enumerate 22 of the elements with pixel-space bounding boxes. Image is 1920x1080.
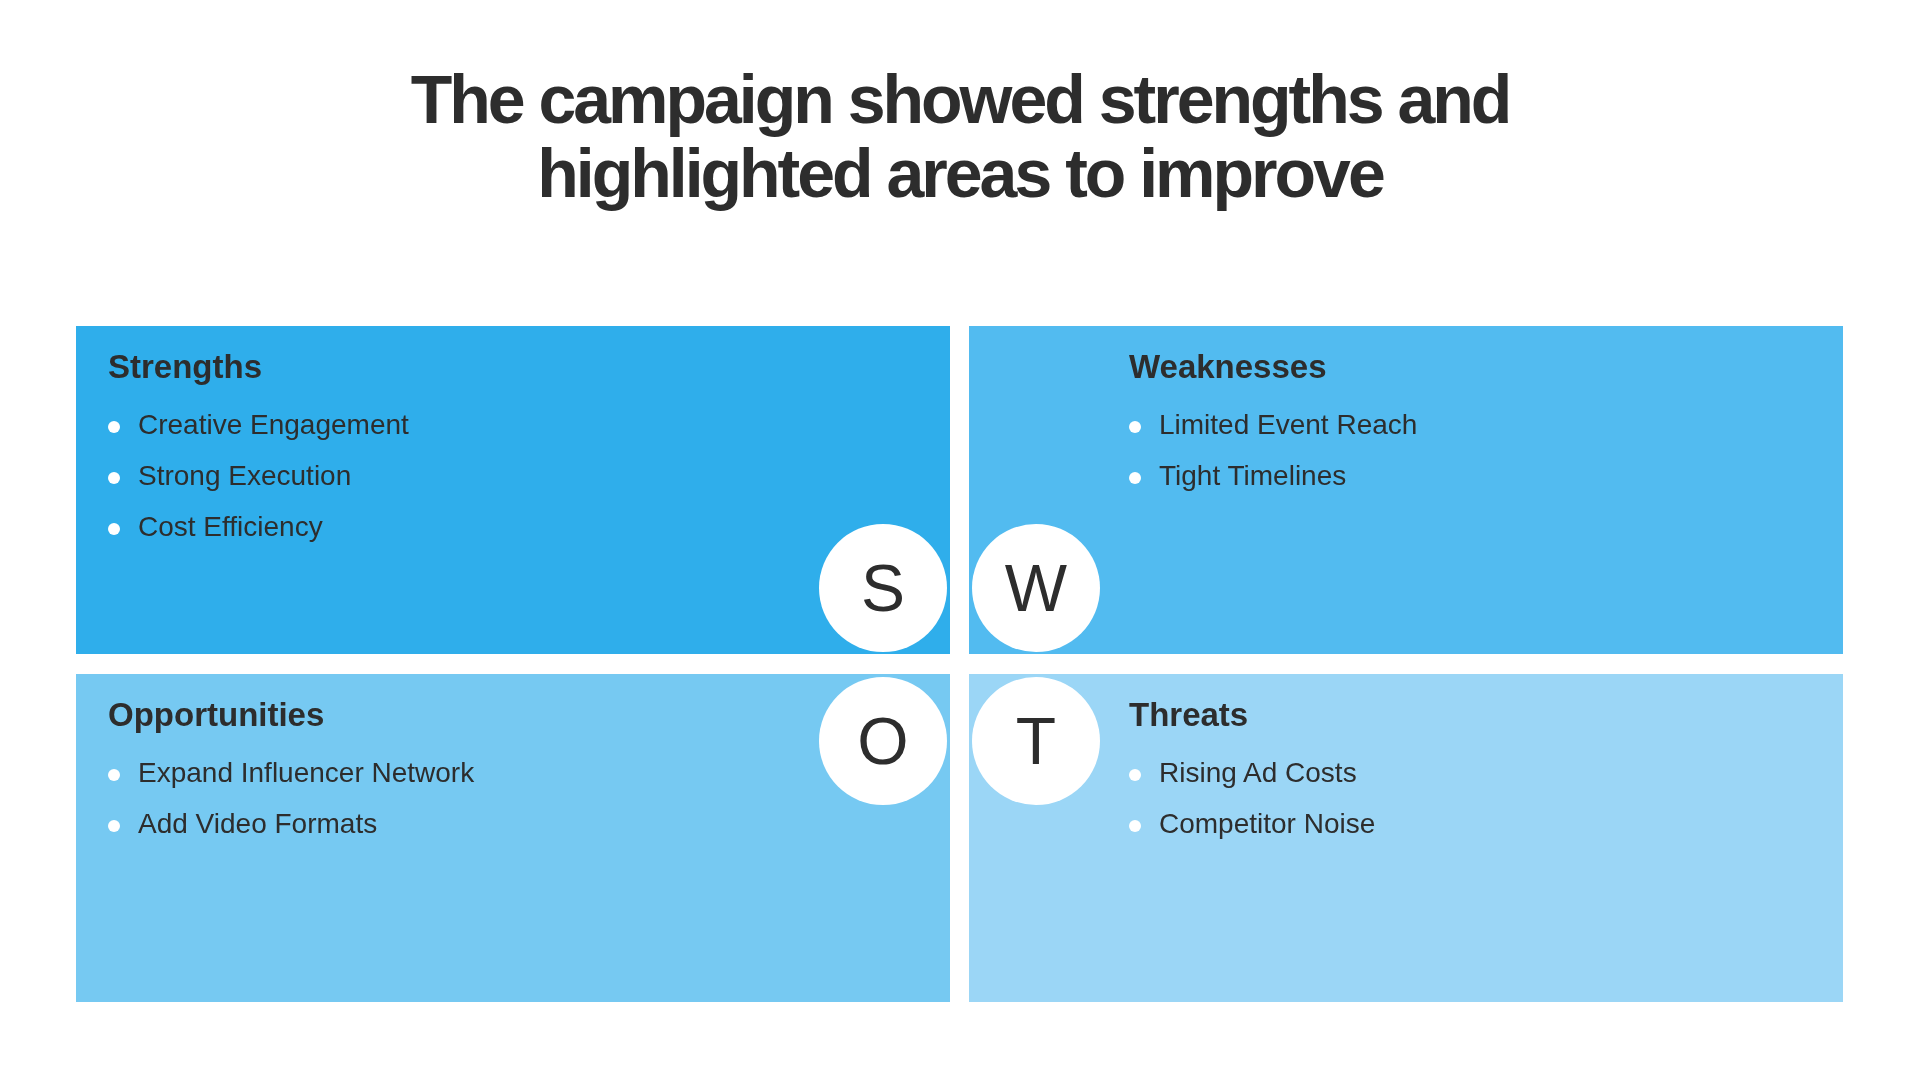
bullet-item: Expand Influencer Network <box>138 757 475 789</box>
letter-circle: T <box>972 677 1100 805</box>
quadrant-panel <box>76 674 950 1002</box>
quadrant-heading: Weaknesses <box>1129 348 1327 386</box>
title: The campaign showed strengths and highlighted areas to improve <box>409 62 1511 210</box>
quadrant-heading: Threats <box>1129 696 1249 734</box>
bullet-item: Add Video Formats <box>138 808 378 840</box>
bullet-item: Cost Efficiency <box>138 511 323 543</box>
bullet-item: Competitor Noise <box>1159 808 1376 840</box>
letter-circle: S <box>819 524 947 652</box>
quadrant-panel <box>969 674 1843 1002</box>
bullet-item: Limited Event Reach <box>1159 409 1418 441</box>
letter-circle: O <box>819 677 947 805</box>
bullet-item: Strong Execution <box>138 460 352 492</box>
quadrant-heading: Opportunities <box>108 696 325 734</box>
bullet-item: Rising Ad Costs <box>1159 757 1357 789</box>
quadrant-panel <box>969 326 1843 654</box>
bullet-item: Tight Timelines <box>1159 460 1347 492</box>
quadrant-panel <box>76 326 950 654</box>
bullet-item: Creative Engagement <box>138 409 409 441</box>
quadrant-heading: Strengths <box>108 348 262 386</box>
letter-circle: W <box>972 524 1100 652</box>
